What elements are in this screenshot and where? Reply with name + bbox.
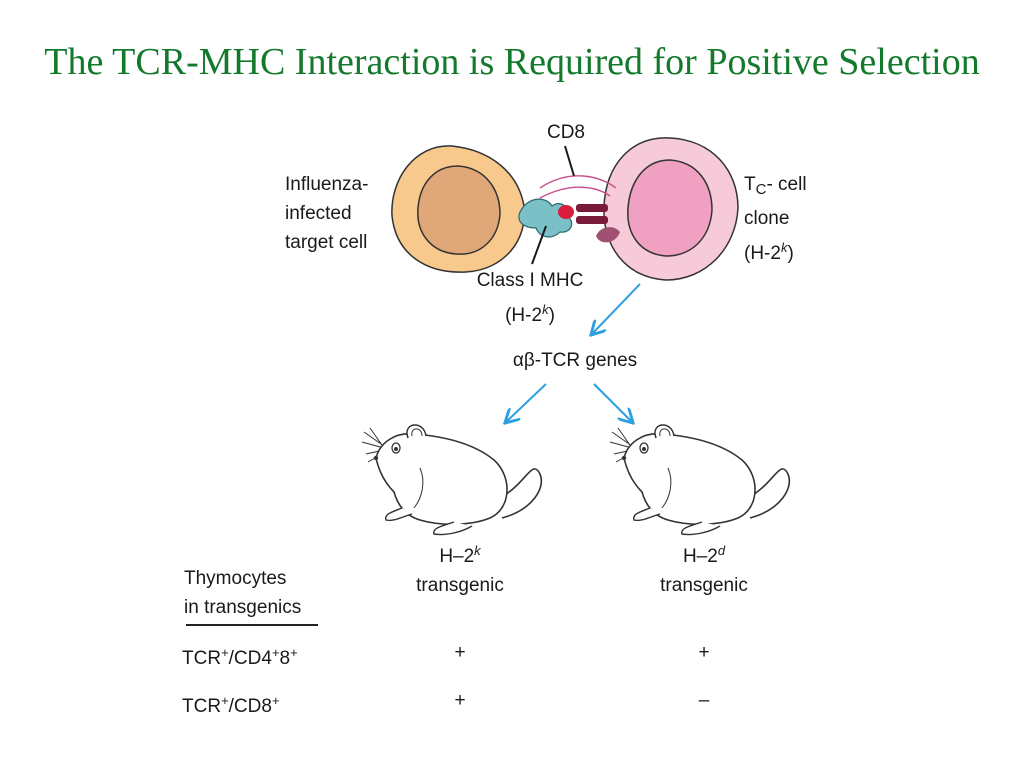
tc-cell: [603, 137, 739, 281]
tcr-genes-label: αβ-TCR genes: [512, 350, 638, 371]
mouse-h2d-caption: H–2d transgenic: [660, 543, 748, 596]
table-header-rule: [186, 624, 318, 626]
arrow-to-mouse-d: [593, 383, 632, 422]
tc-cell-label: TC- cell clone (H-2k): [744, 174, 807, 264]
target-cell: [391, 145, 526, 273]
cd8-pointer: [564, 145, 575, 177]
table-header: Thymocytes in transgenics: [184, 568, 302, 618]
mouse-h2k: [361, 424, 543, 536]
table-cell: –: [698, 690, 710, 711]
mouse-h2d: [609, 424, 791, 536]
slide-title: The TCR-MHC Interaction is Required for …: [44, 41, 980, 83]
tcr-mhc-complex: [518, 175, 620, 243]
arrow-to-genes: [592, 283, 641, 334]
table-row-label: TCR+/CD4+8+: [182, 645, 298, 669]
table-cell: +: [698, 642, 710, 663]
cd8-label: CD8: [546, 122, 585, 143]
table-cell: +: [454, 642, 466, 663]
table-row-label: TCR+/CD8+: [182, 693, 280, 717]
mhc-pointer: [531, 225, 547, 265]
target-cell-label: Influenza- infected target cell: [285, 174, 369, 253]
table-cell: +: [454, 690, 466, 711]
arrow-to-mouse-k: [506, 383, 547, 422]
mouse-h2k-caption: H–2k transgenic: [416, 543, 504, 596]
mhc-label: Class I MHC (H-2k): [476, 270, 584, 326]
